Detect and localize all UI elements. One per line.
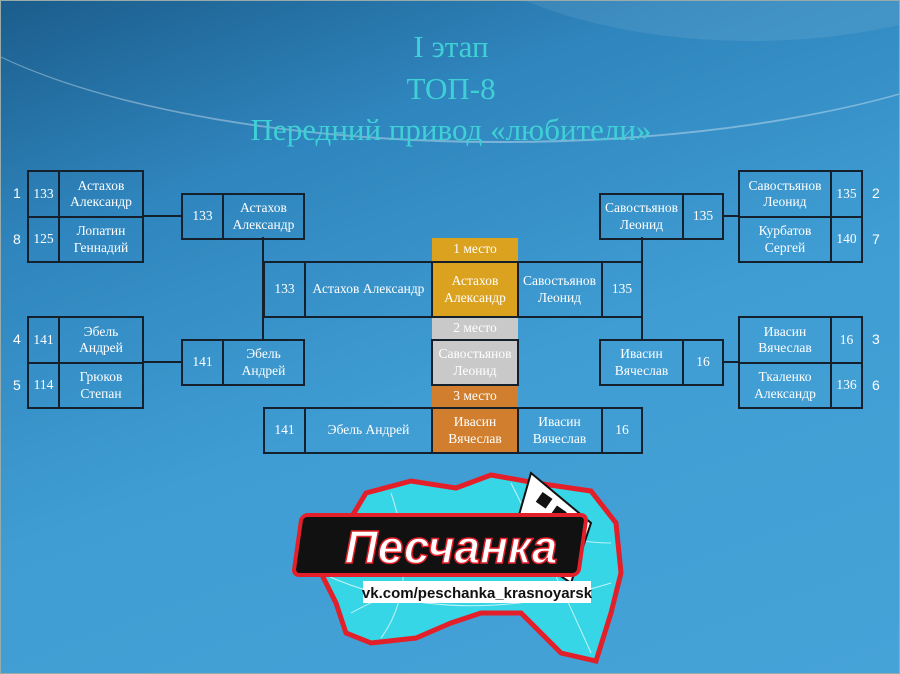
background-wave-line — [1, 1, 899, 143]
bracket-connector — [143, 361, 182, 363]
score-cell: 140 — [830, 216, 863, 263]
score-cell: 133 — [27, 170, 60, 218]
svg-text:vk.com/peschanka_krasnoyarsk: vk.com/peschanka_krasnoyarsk — [362, 585, 593, 602]
seed-number: 4 — [13, 331, 21, 347]
stage-title: I этап — [413, 29, 489, 64]
seed-number: 7 — [872, 231, 880, 247]
final-score-right: 135 — [601, 261, 643, 318]
driver-cell: Савостьянов Леонид — [738, 170, 832, 218]
score-cell: 141 — [27, 316, 60, 364]
first-place-driver: Астахов Александр — [431, 261, 519, 318]
final-score-left: 133 — [263, 261, 306, 318]
score-cell: 135 — [830, 170, 863, 218]
score-cell: 136 — [830, 362, 863, 409]
seed-number: 3 — [872, 331, 880, 347]
driver-cell: Ткаленко Александр — [738, 362, 832, 409]
seed-number: 2 — [872, 185, 880, 201]
second-place-label: 2 место — [432, 318, 518, 339]
score-cell: 114 — [27, 362, 60, 409]
driver-cell: Ивасин Вячеслав — [738, 316, 832, 364]
final-driver-right: Савостьянов Леонид — [516, 261, 603, 318]
score-cell: 125 — [27, 216, 60, 263]
seed-number: 8 — [13, 231, 21, 247]
driver-cell: Курбатов Сергей — [738, 216, 832, 263]
seed-number: 6 — [872, 377, 880, 393]
driver-cell: Грюков Степан — [58, 362, 144, 409]
third-driver-left: Эбель Андрей — [304, 407, 433, 454]
seed-number: 5 — [13, 377, 21, 393]
score-cell: 135 — [682, 193, 724, 240]
final-driver-left: Астахов Александр — [304, 261, 433, 318]
score-cell: 16 — [682, 339, 724, 386]
third-place-label: 3 место — [432, 386, 518, 407]
driver-cell: Астахов Александр — [58, 170, 144, 218]
svg-text:Песчанка: Песчанка — [345, 521, 558, 573]
driver-cell: Лопатин Геннадий — [58, 216, 144, 263]
second-place-driver: Савостьянов Леонид — [431, 339, 519, 386]
top8-title: ТОП-8 — [406, 71, 496, 106]
score-cell: 16 — [830, 316, 863, 364]
driver-cell: Эбель Андрей — [222, 339, 305, 386]
score-cell: 133 — [181, 193, 224, 240]
third-place-driver: Ивасин Вячеслав — [431, 407, 519, 454]
score-cell: 141 — [181, 339, 224, 386]
driver-cell: Эбель Андрей — [58, 316, 144, 364]
bracket-connector — [722, 215, 739, 217]
third-score-left: 141 — [263, 407, 306, 454]
driver-cell: Савостьянов Леонид — [599, 193, 684, 240]
driver-cell: Ивасин Вячеслав — [599, 339, 684, 386]
third-driver-right: Ивасин Вячеслав — [516, 407, 603, 454]
bracket-connector — [143, 215, 182, 217]
class-title: Передний привод «любители» — [250, 112, 652, 147]
driver-cell: Астахов Александр — [222, 193, 305, 240]
third-score-right: 16 — [601, 407, 643, 454]
first-place-label: 1 место — [432, 238, 518, 261]
bracket-connector — [722, 361, 739, 363]
peschanka-logo: Песчанка vk.com/peschanka_krasnoyarsk — [292, 471, 624, 664]
seed-number: 1 — [13, 185, 21, 201]
